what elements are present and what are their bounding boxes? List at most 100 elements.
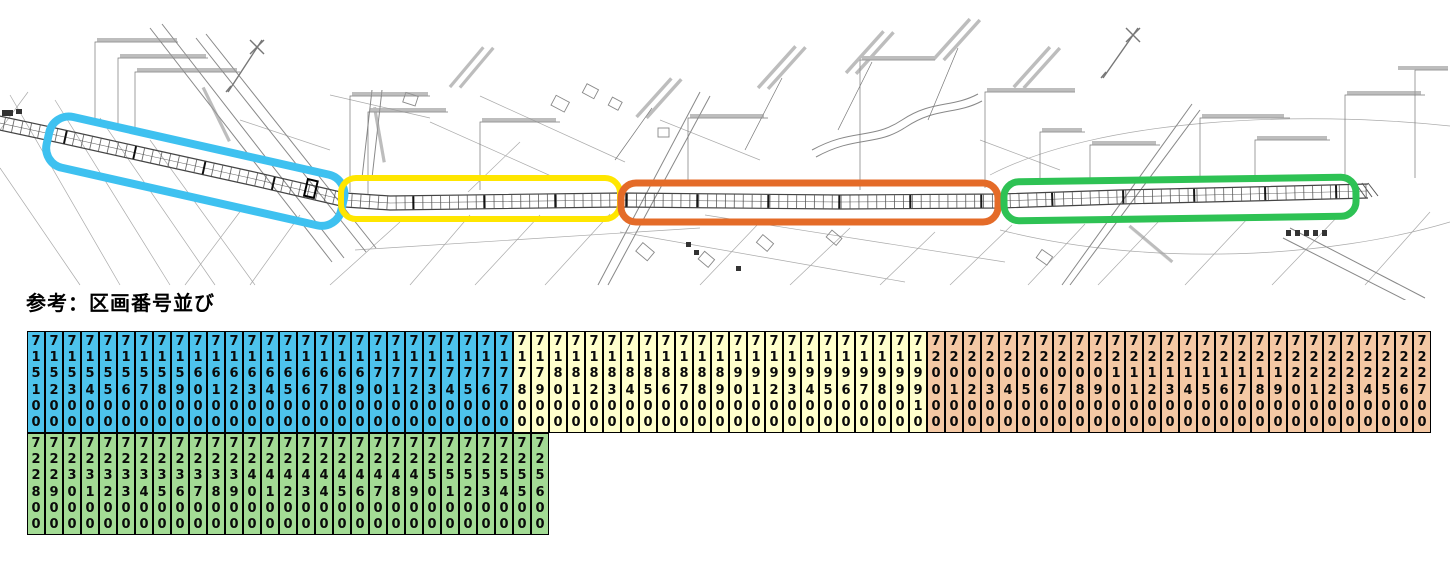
highlight-box-yellow	[338, 175, 623, 222]
map-drawing	[0, 17, 1450, 300]
page-title: 参考：区画番号並び	[26, 293, 215, 315]
highlight-box-green	[1000, 173, 1360, 225]
tiny-dark-labels	[2, 109, 1327, 271]
field-boundary-lines	[0, 91, 1450, 286]
building-outlines	[402, 83, 1054, 268]
road-parcel-strip	[0, 115, 1379, 211]
highlight-box-orange	[617, 179, 1002, 226]
bridge-mark	[302, 177, 319, 200]
highlight-box-blue	[42, 112, 349, 230]
micro-label-smudges	[97, 17, 1448, 264]
north-arrow-icon	[1100, 27, 1141, 79]
stream-lines	[811, 93, 983, 158]
